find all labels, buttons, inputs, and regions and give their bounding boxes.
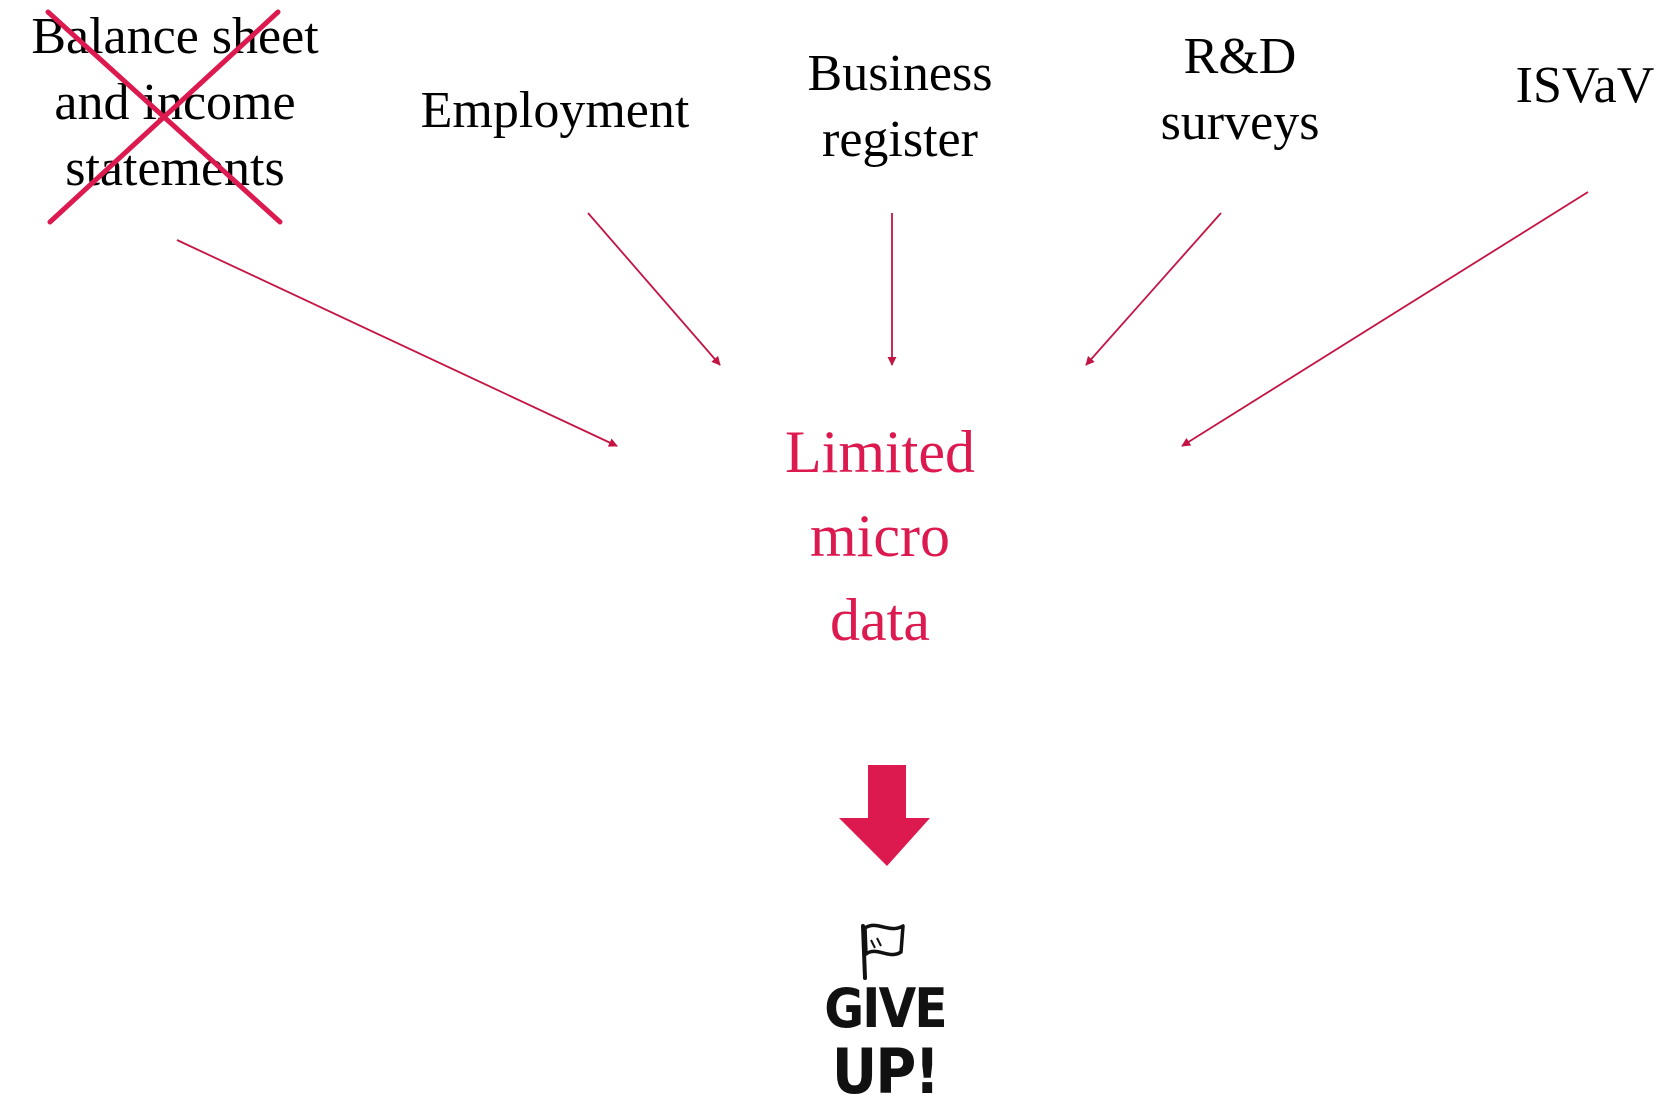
flag-icon [861, 923, 905, 980]
source-business-register-line-2: register [822, 111, 978, 168]
source-business-register: Business register [760, 41, 1040, 173]
arrow-employment [587, 212, 721, 366]
source-isvav-label: ISVaV [1515, 57, 1655, 114]
source-rd-surveys: R&D surveys [1120, 24, 1360, 156]
source-balance-sheet-line-2: and income [54, 74, 296, 131]
source-employment-label: Employment [420, 82, 690, 139]
cross-out-stroke-2 [47, 9, 281, 225]
source-isvav: ISVaV [1500, 53, 1670, 119]
target-line-2: micro [810, 503, 950, 569]
source-balance-sheet-line-3: statements [65, 140, 285, 197]
give-up-icon: GIVE UP! [805, 918, 965, 1110]
arrow-rd-surveys [1085, 212, 1222, 366]
source-rd-surveys-line-1: R&D [1183, 28, 1297, 85]
target-limited-micro-data: Limited micro data [740, 410, 1020, 662]
source-employment: Employment [395, 78, 715, 144]
target-line-1: Limited [785, 419, 975, 485]
source-rd-surveys-line-2: surveys [1160, 94, 1320, 151]
give-up-word-2: UP! [831, 1035, 940, 1108]
down-arrow-icon [839, 765, 930, 866]
arrow-isvav [1181, 191, 1589, 447]
target-line-3: data [830, 587, 930, 653]
source-business-register-line-1: Business [807, 45, 993, 102]
give-up-word-1: GIVE [824, 977, 947, 1040]
cross-out-mark [45, 9, 283, 225]
arrow-balance-sheet [176, 239, 618, 447]
